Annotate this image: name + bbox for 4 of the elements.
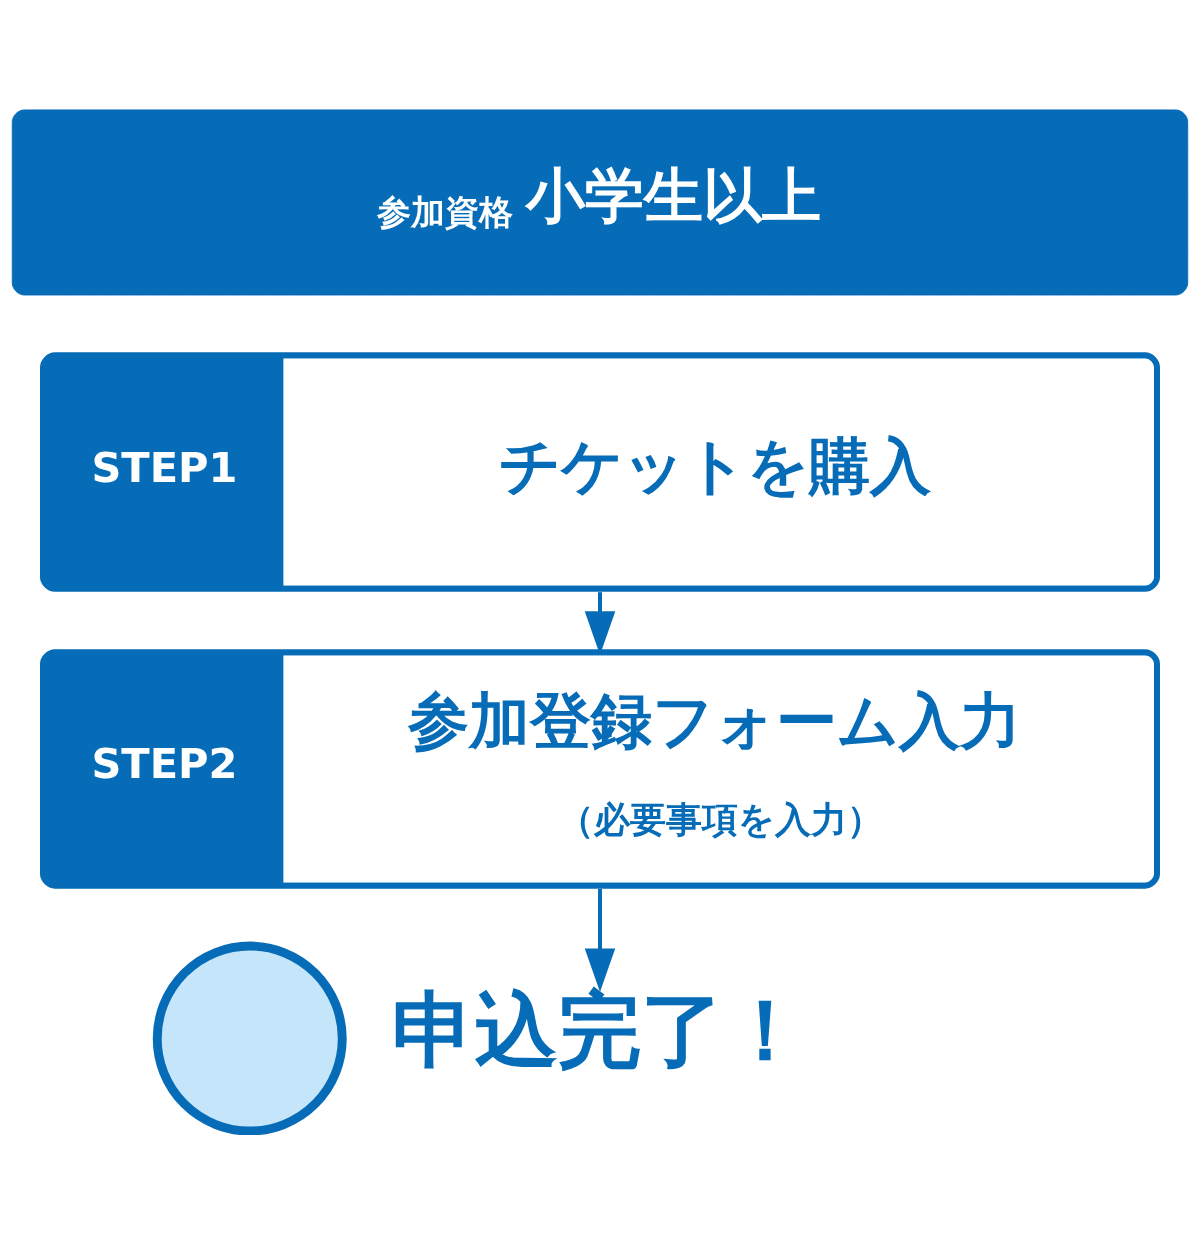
node-circle: [152, 941, 347, 1135]
node-box: 参加資格 小学生以上: [11, 108, 1189, 295]
node-text: 申込完了！: [391, 981, 807, 1079]
arrow: [584, 888, 616, 992]
